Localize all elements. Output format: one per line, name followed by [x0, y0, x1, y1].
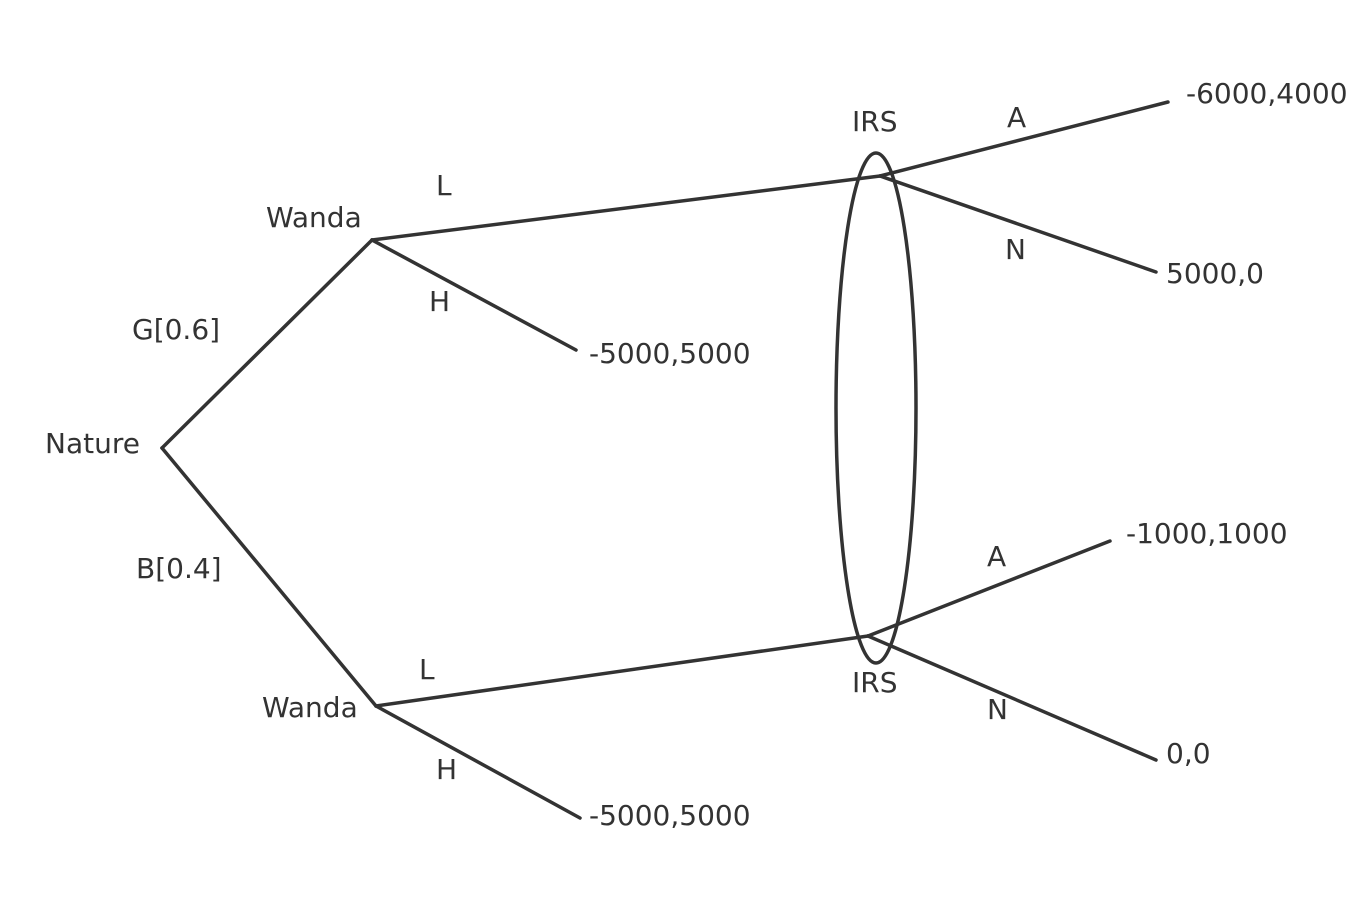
- edge-irs-top-audit: [878, 100, 1170, 178]
- edge-wanda-bottom-low: [374, 634, 870, 708]
- edge-nature-to-wanda-bottom: [160, 446, 378, 708]
- payoff-bottom-high: -5000,5000: [589, 799, 751, 832]
- payoff-bottom-low-audit: -1000,1000: [1126, 517, 1288, 550]
- payoff-top-high: -5000,5000: [589, 337, 751, 370]
- edge-wanda-top-high: [370, 238, 578, 352]
- edge-irs-top-no-audit: [878, 174, 1158, 274]
- node-nature-label: Nature: [45, 427, 140, 460]
- edge-label-nature-good: G[0.6]: [132, 313, 220, 346]
- payoff-top-low-no-audit: 5000,0: [1166, 257, 1264, 290]
- edge-label-top-no-audit: N: [1005, 233, 1026, 266]
- edge-label-top-audit: A: [1007, 101, 1026, 134]
- edge-label-bottom-audit: A: [987, 540, 1006, 573]
- edge-wanda-top-low: [370, 174, 882, 242]
- edge-wanda-bottom-high: [374, 704, 582, 820]
- node-wanda-top-label: Wanda: [266, 201, 362, 234]
- edge-label-top-high: H: [429, 285, 450, 318]
- edge-irs-bottom-no-audit: [866, 634, 1158, 762]
- edge-label-bottom-low: L: [419, 653, 435, 686]
- edge-label-bottom-no-audit: N: [987, 693, 1008, 726]
- irs-information-set: [834, 151, 918, 665]
- node-wanda-bottom-label: Wanda: [262, 691, 358, 724]
- node-irs-top-label: IRS: [852, 105, 898, 138]
- edge-irs-bottom-audit: [866, 539, 1112, 638]
- edge-label-bottom-high: H: [436, 753, 457, 786]
- edge-label-top-low: L: [436, 169, 452, 202]
- edge-nature-to-wanda-top: [160, 238, 374, 450]
- node-irs-bottom-label: IRS: [852, 666, 898, 699]
- payoff-top-low-audit: -6000,4000: [1186, 77, 1348, 110]
- edge-label-nature-bad: B[0.4]: [136, 552, 222, 585]
- payoff-bottom-low-no-audit: 0,0: [1166, 737, 1211, 770]
